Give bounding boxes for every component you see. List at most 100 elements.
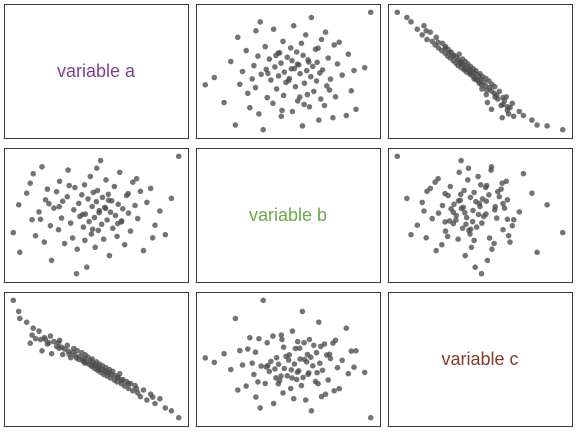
data-point (247, 334, 253, 341)
data-point (290, 22, 297, 29)
data-point (473, 198, 479, 205)
data-point (293, 49, 300, 55)
data-point (99, 194, 106, 201)
data-point (345, 51, 352, 57)
data-point (285, 77, 292, 84)
data-point (423, 235, 430, 241)
data-point (56, 337, 63, 344)
data-point (310, 363, 316, 369)
data-point (103, 177, 109, 183)
data-point (255, 53, 261, 59)
data-point (245, 346, 251, 352)
data-point (317, 360, 323, 367)
data-point (351, 364, 357, 371)
data-point (255, 379, 261, 385)
data-point (251, 62, 257, 69)
data-point (310, 63, 316, 70)
data-point (71, 207, 77, 213)
data-point (465, 177, 471, 183)
data-point (294, 338, 301, 345)
data-point (152, 400, 158, 407)
data-point (419, 32, 426, 38)
data-point (311, 88, 317, 95)
data-point (80, 224, 87, 230)
data-point (252, 84, 259, 91)
data-point (251, 371, 257, 378)
data-point (473, 224, 480, 230)
data-point (98, 221, 105, 228)
data-point (442, 228, 449, 234)
data-point (120, 206, 126, 212)
data-point (281, 69, 288, 75)
panel-b-vs-c (388, 148, 573, 283)
data-point (471, 237, 477, 244)
data-point (435, 175, 441, 182)
data-point (243, 383, 249, 389)
data-point (475, 77, 482, 84)
data-point (116, 169, 123, 176)
data-point (90, 189, 97, 196)
data-point (300, 374, 306, 381)
data-point (302, 32, 309, 38)
data-point (268, 358, 274, 365)
data-point (36, 209, 42, 215)
data-point (303, 67, 310, 74)
data-point (292, 83, 299, 90)
data-point (447, 183, 454, 190)
data-point (125, 385, 132, 392)
data-point (278, 113, 285, 120)
data-point (73, 270, 80, 277)
data-point (348, 348, 355, 354)
data-point (125, 210, 132, 216)
data-point (149, 235, 156, 241)
data-point (64, 193, 71, 200)
data-point (32, 335, 39, 342)
data-point (29, 332, 35, 338)
data-point (455, 236, 461, 242)
data-point (260, 297, 267, 304)
data-point (228, 58, 234, 65)
data-point (85, 196, 91, 202)
data-point (125, 190, 131, 197)
data-point (496, 193, 503, 200)
data-point (326, 87, 333, 93)
data-point (280, 38, 286, 45)
data-point (73, 355, 80, 361)
data-point (94, 165, 100, 171)
data-point (97, 157, 104, 164)
data-point (503, 94, 510, 100)
data-point (544, 123, 550, 129)
panel-a-vs-c (388, 4, 573, 139)
data-point (273, 86, 280, 92)
data-point (470, 207, 476, 214)
data-point (457, 197, 464, 204)
data-point (88, 231, 95, 237)
data-point (414, 222, 421, 228)
panel-border (388, 292, 573, 427)
data-point (419, 199, 426, 206)
data-point (147, 185, 154, 192)
data-point (429, 215, 436, 222)
data-point (302, 397, 309, 403)
data-point (100, 236, 107, 242)
data-point (235, 387, 241, 393)
data-point (46, 200, 52, 207)
data-point (478, 270, 485, 277)
data-point (461, 187, 467, 194)
data-point (61, 240, 68, 247)
data-point (132, 202, 138, 209)
data-point (491, 240, 497, 247)
data-point (439, 202, 446, 209)
data-point (133, 385, 140, 392)
data-point (133, 175, 140, 182)
data-point (56, 178, 63, 185)
data-point (27, 340, 33, 347)
data-point (483, 87, 490, 93)
data-point (367, 414, 374, 421)
data-point (39, 164, 45, 170)
data-point (149, 394, 156, 400)
data-point (53, 188, 60, 195)
data-point (299, 308, 306, 315)
data-point (462, 252, 469, 259)
data-point (39, 348, 45, 354)
